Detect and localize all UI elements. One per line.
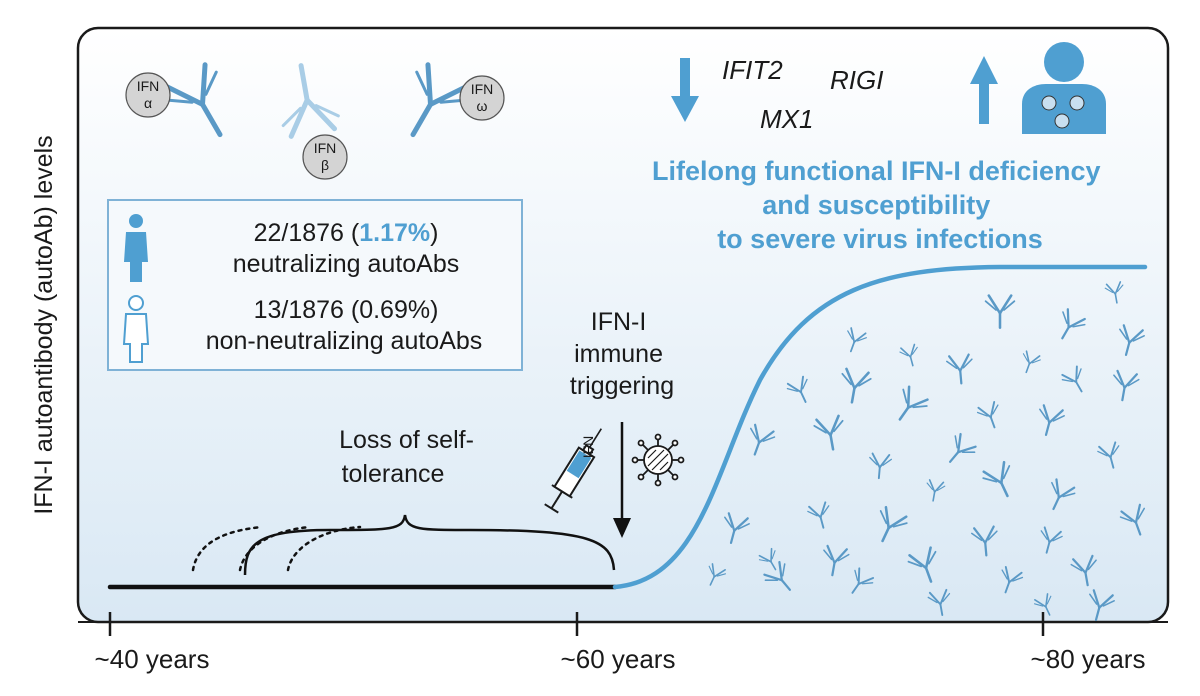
ifn-omega-antibody-complex: IFN ω [410, 62, 505, 138]
x-tick-label-40: ~40 years [95, 644, 210, 674]
virus-icon [631, 433, 685, 487]
x-axis: ~40 years ~60 years ~80 years [78, 612, 1168, 674]
prevalence-box: 22/1876 (1.17%) neutralizing autoAbs 13/… [107, 199, 523, 371]
susceptibility-up-arrow [970, 56, 998, 124]
gene-downregulation-arrow [671, 58, 699, 122]
ifn-beta-antibody-complex: IFN β [281, 63, 348, 180]
x-tick-label-60: ~60 years [561, 644, 676, 674]
svg-text:ω: ω [477, 98, 488, 114]
outcome-text: Lifelong functional IFN-I deficiency and… [652, 156, 1108, 254]
non-neutralizing-label: non-neutralizing autoAbs [206, 327, 483, 355]
infected-person-icon [1022, 42, 1106, 134]
gene-mx1: MX1 [760, 104, 813, 134]
trigger-arrow [613, 422, 631, 538]
neutralizing-label: neutralizing autoAbs [233, 250, 460, 278]
neutralizing-stats: 22/1876 (1.17%) [254, 219, 439, 247]
gene-ifit2: IFIT2 [722, 55, 783, 85]
y-axis-label: IFN-I autoantibody (autoAb) levels [30, 135, 58, 514]
ifn-alpha-antibody-complex: IFN α [125, 62, 223, 138]
person-filled-icon [124, 214, 148, 282]
immune-triggering-label: IFN-I immune triggering [570, 308, 674, 400]
x-tick-label-80: ~80 years [1031, 644, 1146, 674]
svg-text:IFN: IFN [314, 140, 337, 156]
person-outline-icon [122, 295, 150, 363]
svg-text:β: β [321, 157, 329, 173]
ifn-syringe-icon [544, 428, 602, 514]
self-tolerance-brace [243, 514, 616, 576]
self-tolerance-label: Loss of self- tolerance [339, 426, 481, 488]
syringe-label: IFN [580, 436, 596, 459]
svg-text:IFN: IFN [471, 81, 494, 97]
svg-text:IFN: IFN [137, 78, 160, 94]
autoantibody-level-curve [612, 264, 1148, 590]
gene-rigi: RIGI [830, 65, 883, 95]
svg-text:α: α [144, 95, 152, 111]
non-neutralizing-stats: 13/1876 (0.69%) [254, 296, 439, 324]
